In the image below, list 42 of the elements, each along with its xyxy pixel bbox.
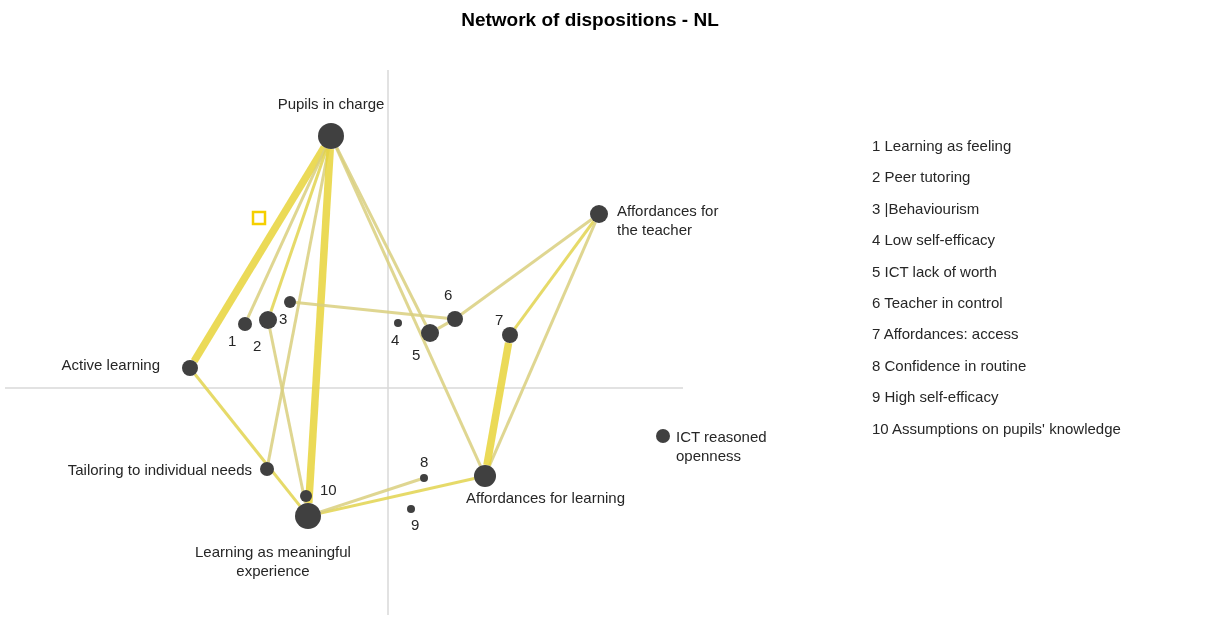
legend-entry: 2 Peer tutoring: [872, 167, 972, 187]
node-label: 8: [420, 452, 430, 471]
node-label: 4: [391, 330, 401, 349]
node-label: 9: [411, 515, 421, 534]
node-label: Tailoring to individual needs: [66, 460, 252, 479]
network-link: [246, 147, 327, 319]
node-label: 6: [444, 285, 454, 304]
node-label: Pupils in charge: [276, 94, 386, 113]
node-label: Active learning: [60, 355, 160, 374]
legend-entry: 9 High self-efficacy: [872, 387, 1000, 407]
network-link: [335, 146, 428, 326]
node-label: 7: [495, 310, 505, 329]
legend-entry: 7 Affordances: access: [872, 324, 1020, 344]
legend-entry: 6 Teacher in control: [872, 292, 1004, 312]
chart-title: Network of dispositions - NL: [460, 8, 720, 32]
network-link: [320, 476, 475, 515]
node-label: 5: [412, 345, 422, 364]
network-link: [295, 301, 448, 320]
node-label: Learning as meaningful experience: [194, 542, 352, 580]
legend-entry: 1 Learning as feeling: [872, 136, 1013, 155]
legend-entry: 8 Confidence in routine: [872, 355, 1028, 375]
network-link: [460, 218, 593, 316]
network-link: [335, 147, 482, 467]
legend-entry: 3 |Behaviourism: [872, 198, 981, 218]
network-link: [305, 148, 334, 504]
node-label: ICT reasoned openness: [676, 427, 768, 465]
network-link: [513, 220, 595, 330]
node-label: Affordances for the teacher: [617, 201, 720, 239]
legend-entry: 4 Low self-efficacy: [872, 230, 997, 250]
legend-entry: 5 ICT lack of worth: [872, 261, 998, 281]
node-label: 2: [253, 336, 263, 355]
network-link: [268, 328, 307, 504]
network-link: [193, 373, 302, 507]
node-label: 10: [320, 480, 338, 499]
network-link: [488, 221, 597, 467]
node-label: 1: [228, 331, 238, 350]
network-link: [319, 477, 421, 514]
node-label: Affordances for learning: [466, 488, 626, 507]
network-link: [269, 147, 329, 312]
legend-entry: 10 Assumptions on pupils' knowledge: [872, 418, 1121, 438]
network-link: [483, 342, 513, 466]
node-label: 3: [279, 309, 289, 328]
